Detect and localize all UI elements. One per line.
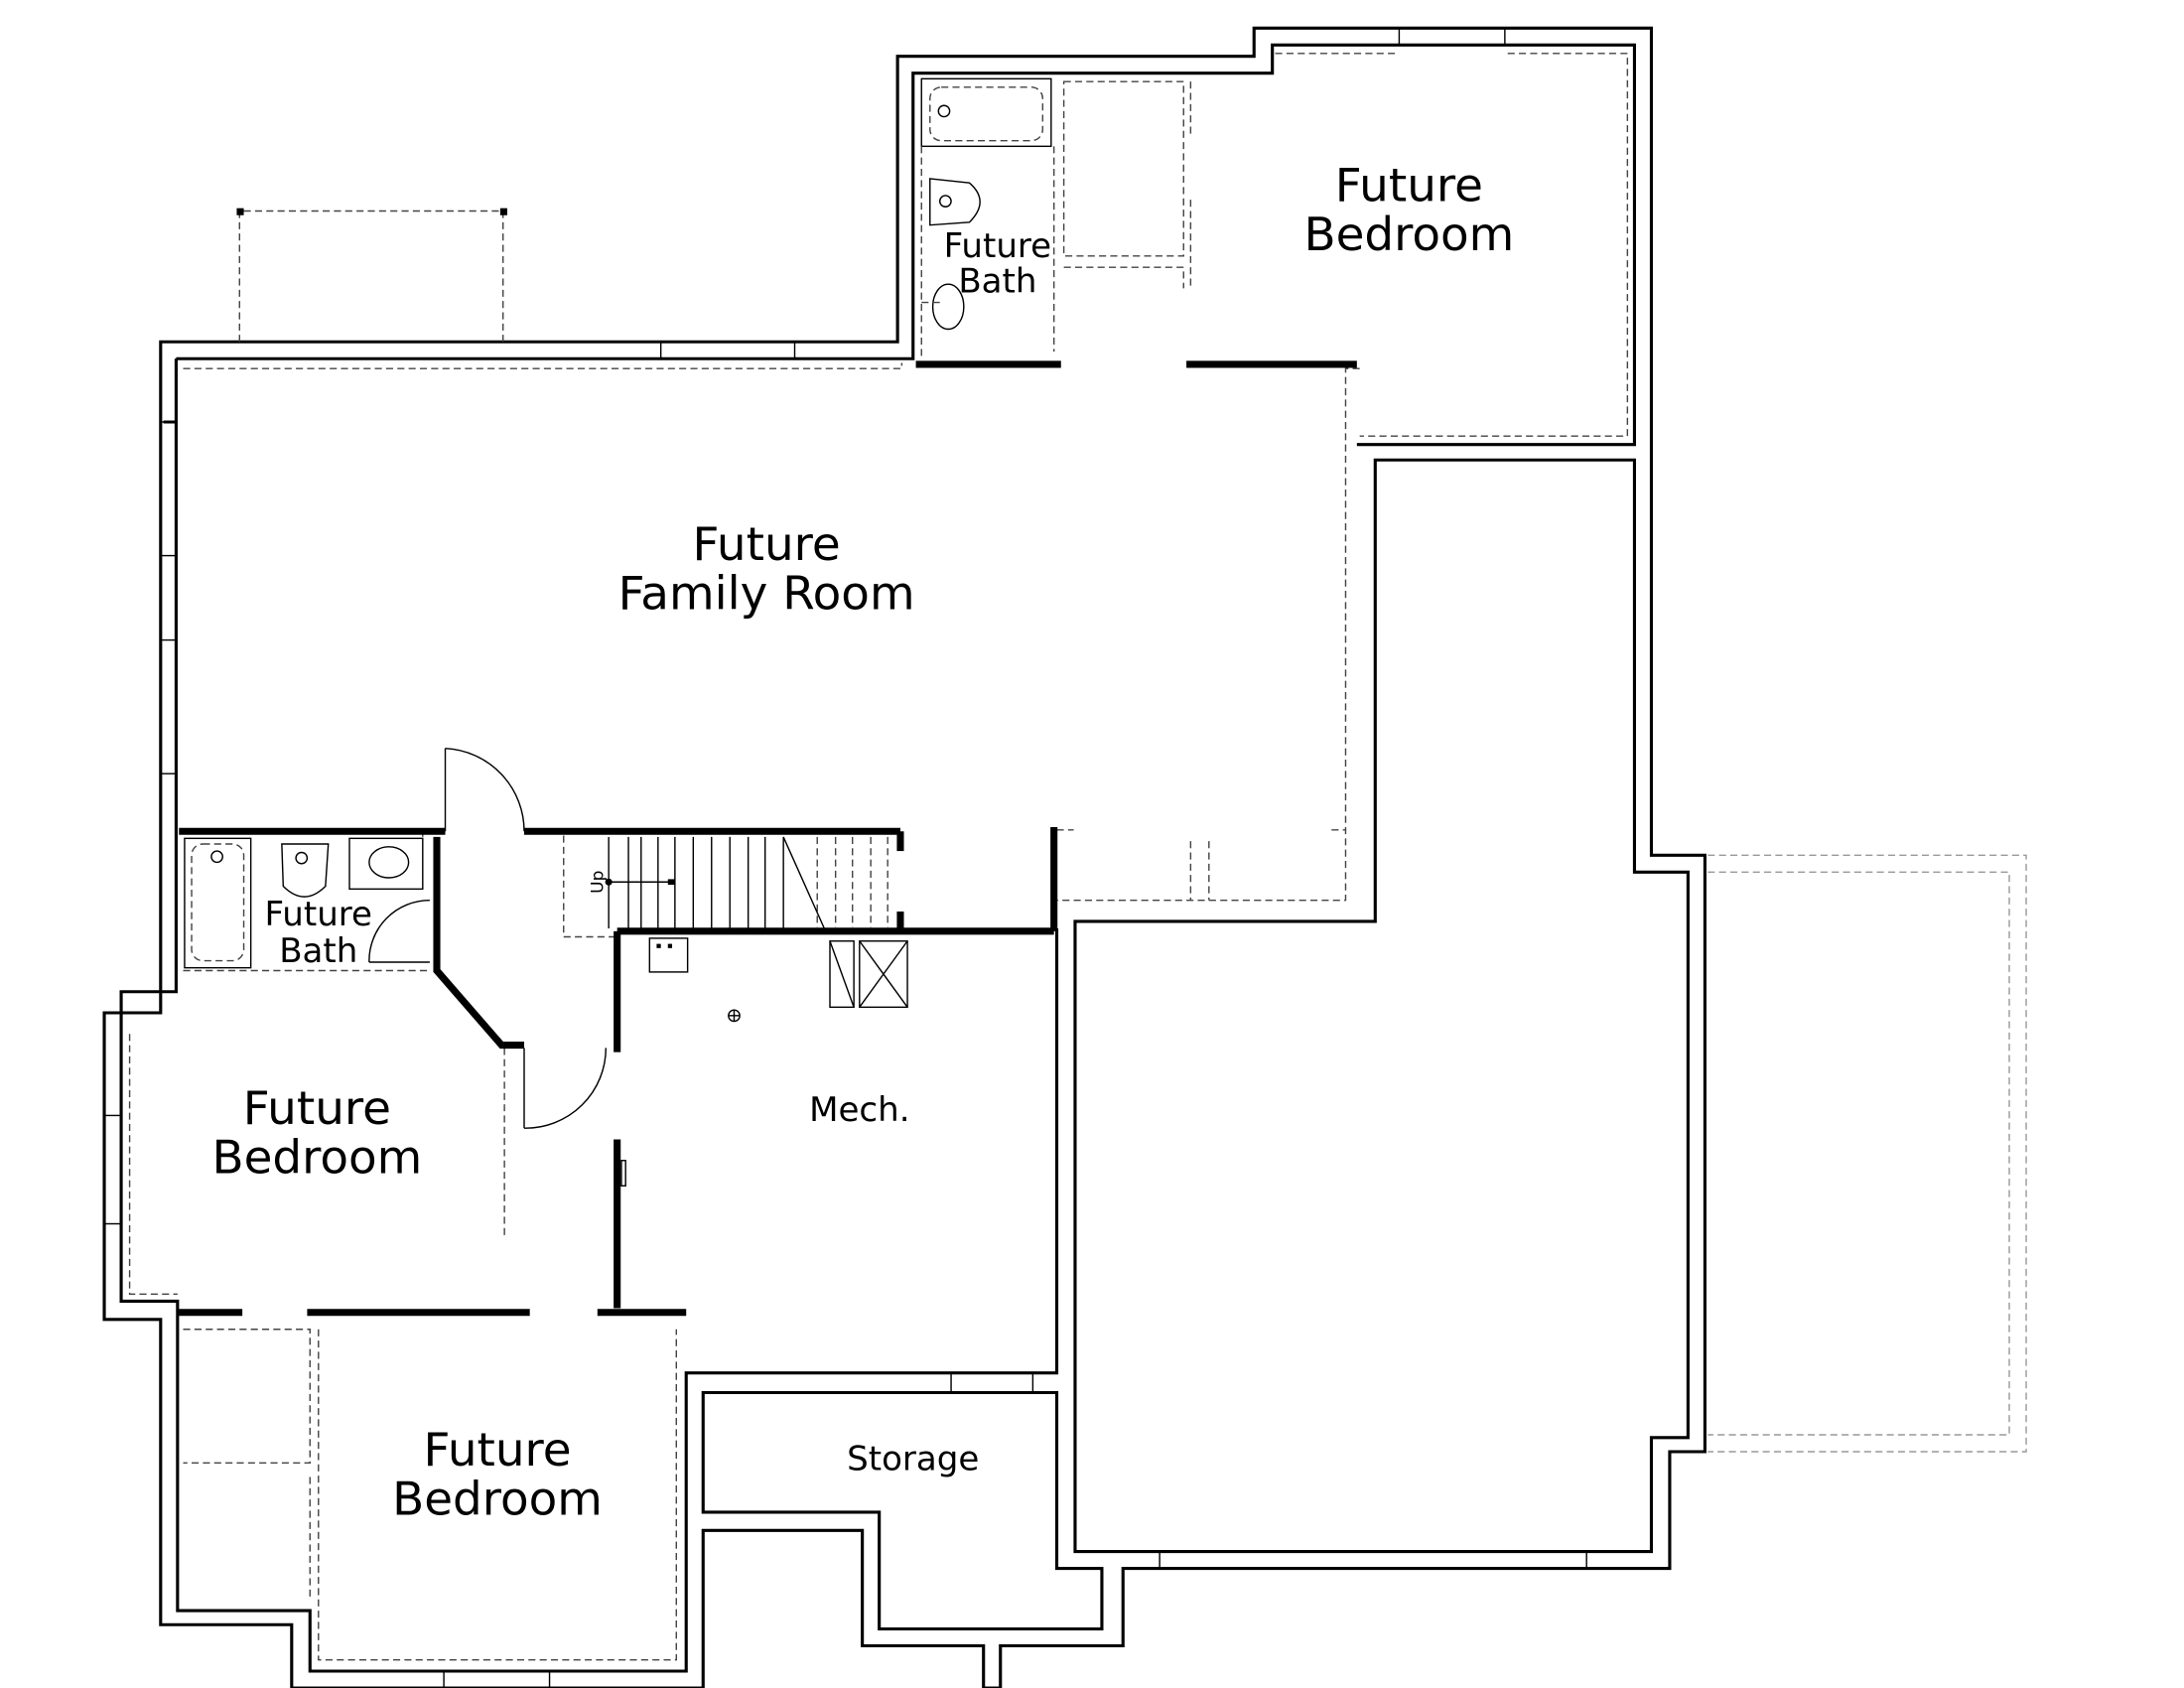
doors [368, 747, 608, 1129]
finish-lines [128, 53, 1629, 1661]
label-bath-n-1: Future [944, 226, 1051, 266]
stairs: Up [588, 836, 888, 929]
deck-outline [236, 208, 507, 343]
label-family-room-2: Family Room [618, 567, 915, 621]
patio-outline [1707, 854, 2027, 1453]
bath-n-fixtures [920, 77, 1055, 359]
label-bedroom-s-1: Future [423, 1424, 571, 1477]
label-bath-w-1: Future [265, 895, 372, 934]
label-storage: Storage [847, 1439, 979, 1478]
label-bedroom-s-2: Bedroom [392, 1474, 603, 1527]
door-bath-w-swing [368, 899, 430, 963]
exterior-walls [102, 26, 1706, 1688]
label-mech: Mech. [809, 1090, 909, 1130]
door-family-swing [444, 747, 525, 832]
label-bath-w-2: Bath [279, 931, 357, 971]
door-hall-swing [523, 1048, 608, 1129]
bath-w-fixtures [184, 837, 424, 969]
label-family-room-1: Future [693, 518, 841, 572]
room-labels: Future Family Room Future Bedroom Future… [211, 160, 1514, 1527]
windows [103, 27, 1587, 1688]
label-bedroom-w-1: Future [243, 1082, 391, 1136]
partition-walls [179, 360, 1357, 1317]
mech-equipment [620, 937, 908, 1187]
label-bedroom-ne-1: Future [1335, 160, 1483, 213]
label-bath-n-2: Bath [958, 262, 1036, 302]
stairs-up-label: Up [588, 871, 608, 894]
label-bedroom-w-2: Bedroom [211, 1132, 422, 1186]
label-bedroom-ne-2: Bedroom [1303, 209, 1514, 262]
